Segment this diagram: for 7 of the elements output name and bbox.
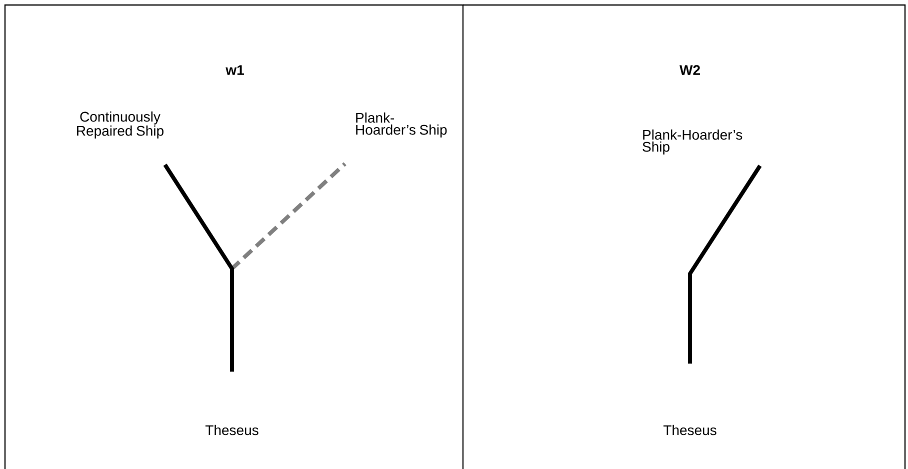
node-label: Plank-Hoarder’s Ship xyxy=(642,129,742,155)
node-label: Theseus xyxy=(663,424,716,436)
node-label: Theseus xyxy=(205,424,258,436)
branch-line xyxy=(163,164,234,372)
branch-line xyxy=(688,164,762,364)
node-label: Continuously Repaired Ship xyxy=(77,111,164,139)
node-label: Plank-Hoarder’s Ship xyxy=(356,112,447,138)
